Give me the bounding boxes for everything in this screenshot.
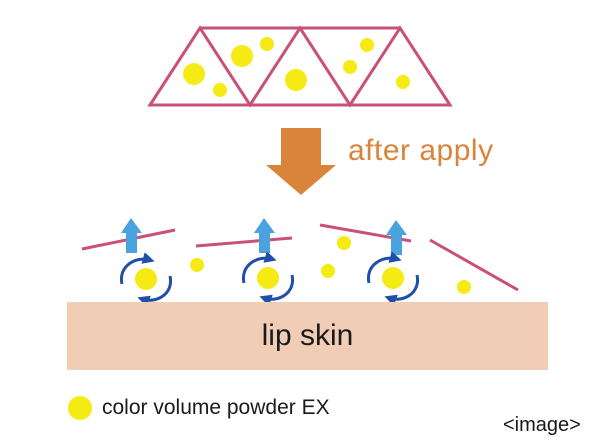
rotation-arrow-icon <box>259 274 295 307</box>
particle <box>190 258 204 272</box>
lift-arrows <box>121 218 407 255</box>
rotation-arrow-icon <box>137 275 173 308</box>
legend-label: color volume powder EX <box>102 396 330 419</box>
particle <box>457 280 471 294</box>
particle <box>396 75 410 89</box>
after-apply-label: after apply <box>348 134 494 167</box>
image-tag: <image> <box>503 414 581 436</box>
up-arrow-icon <box>254 218 275 253</box>
rotating-particle-group <box>119 252 173 308</box>
film-before-apply <box>147 25 453 108</box>
particle <box>285 69 307 91</box>
rotation-arrow-icon <box>384 274 420 307</box>
rotation-arrow-icon <box>366 251 402 284</box>
particle <box>135 268 157 290</box>
particle <box>257 267 279 289</box>
down-arrow-icon <box>266 128 336 195</box>
particle <box>260 37 274 51</box>
film-piece <box>195 236 293 248</box>
particle <box>231 45 253 67</box>
up-arrow-icon <box>386 220 407 255</box>
legend: color volume powder EX <box>68 396 330 420</box>
lip-skin-bar: lip skin <box>67 302 548 370</box>
film-outline <box>147 25 453 108</box>
rotation-arrow-icon <box>119 252 155 285</box>
particle <box>183 63 205 85</box>
particle <box>382 267 404 289</box>
legend-particle-icon <box>68 396 92 420</box>
rotation-arrow-icon <box>241 251 277 284</box>
particle <box>321 264 335 278</box>
film-piece <box>429 238 519 292</box>
rotating-particle-group <box>241 251 295 307</box>
particle <box>360 38 374 52</box>
rotating-particle-group <box>366 251 420 307</box>
particle <box>343 60 357 74</box>
particle <box>337 236 351 250</box>
particle <box>213 83 227 97</box>
lip-skin-label: lip skin <box>261 319 354 352</box>
up-arrow-icon <box>121 218 142 253</box>
